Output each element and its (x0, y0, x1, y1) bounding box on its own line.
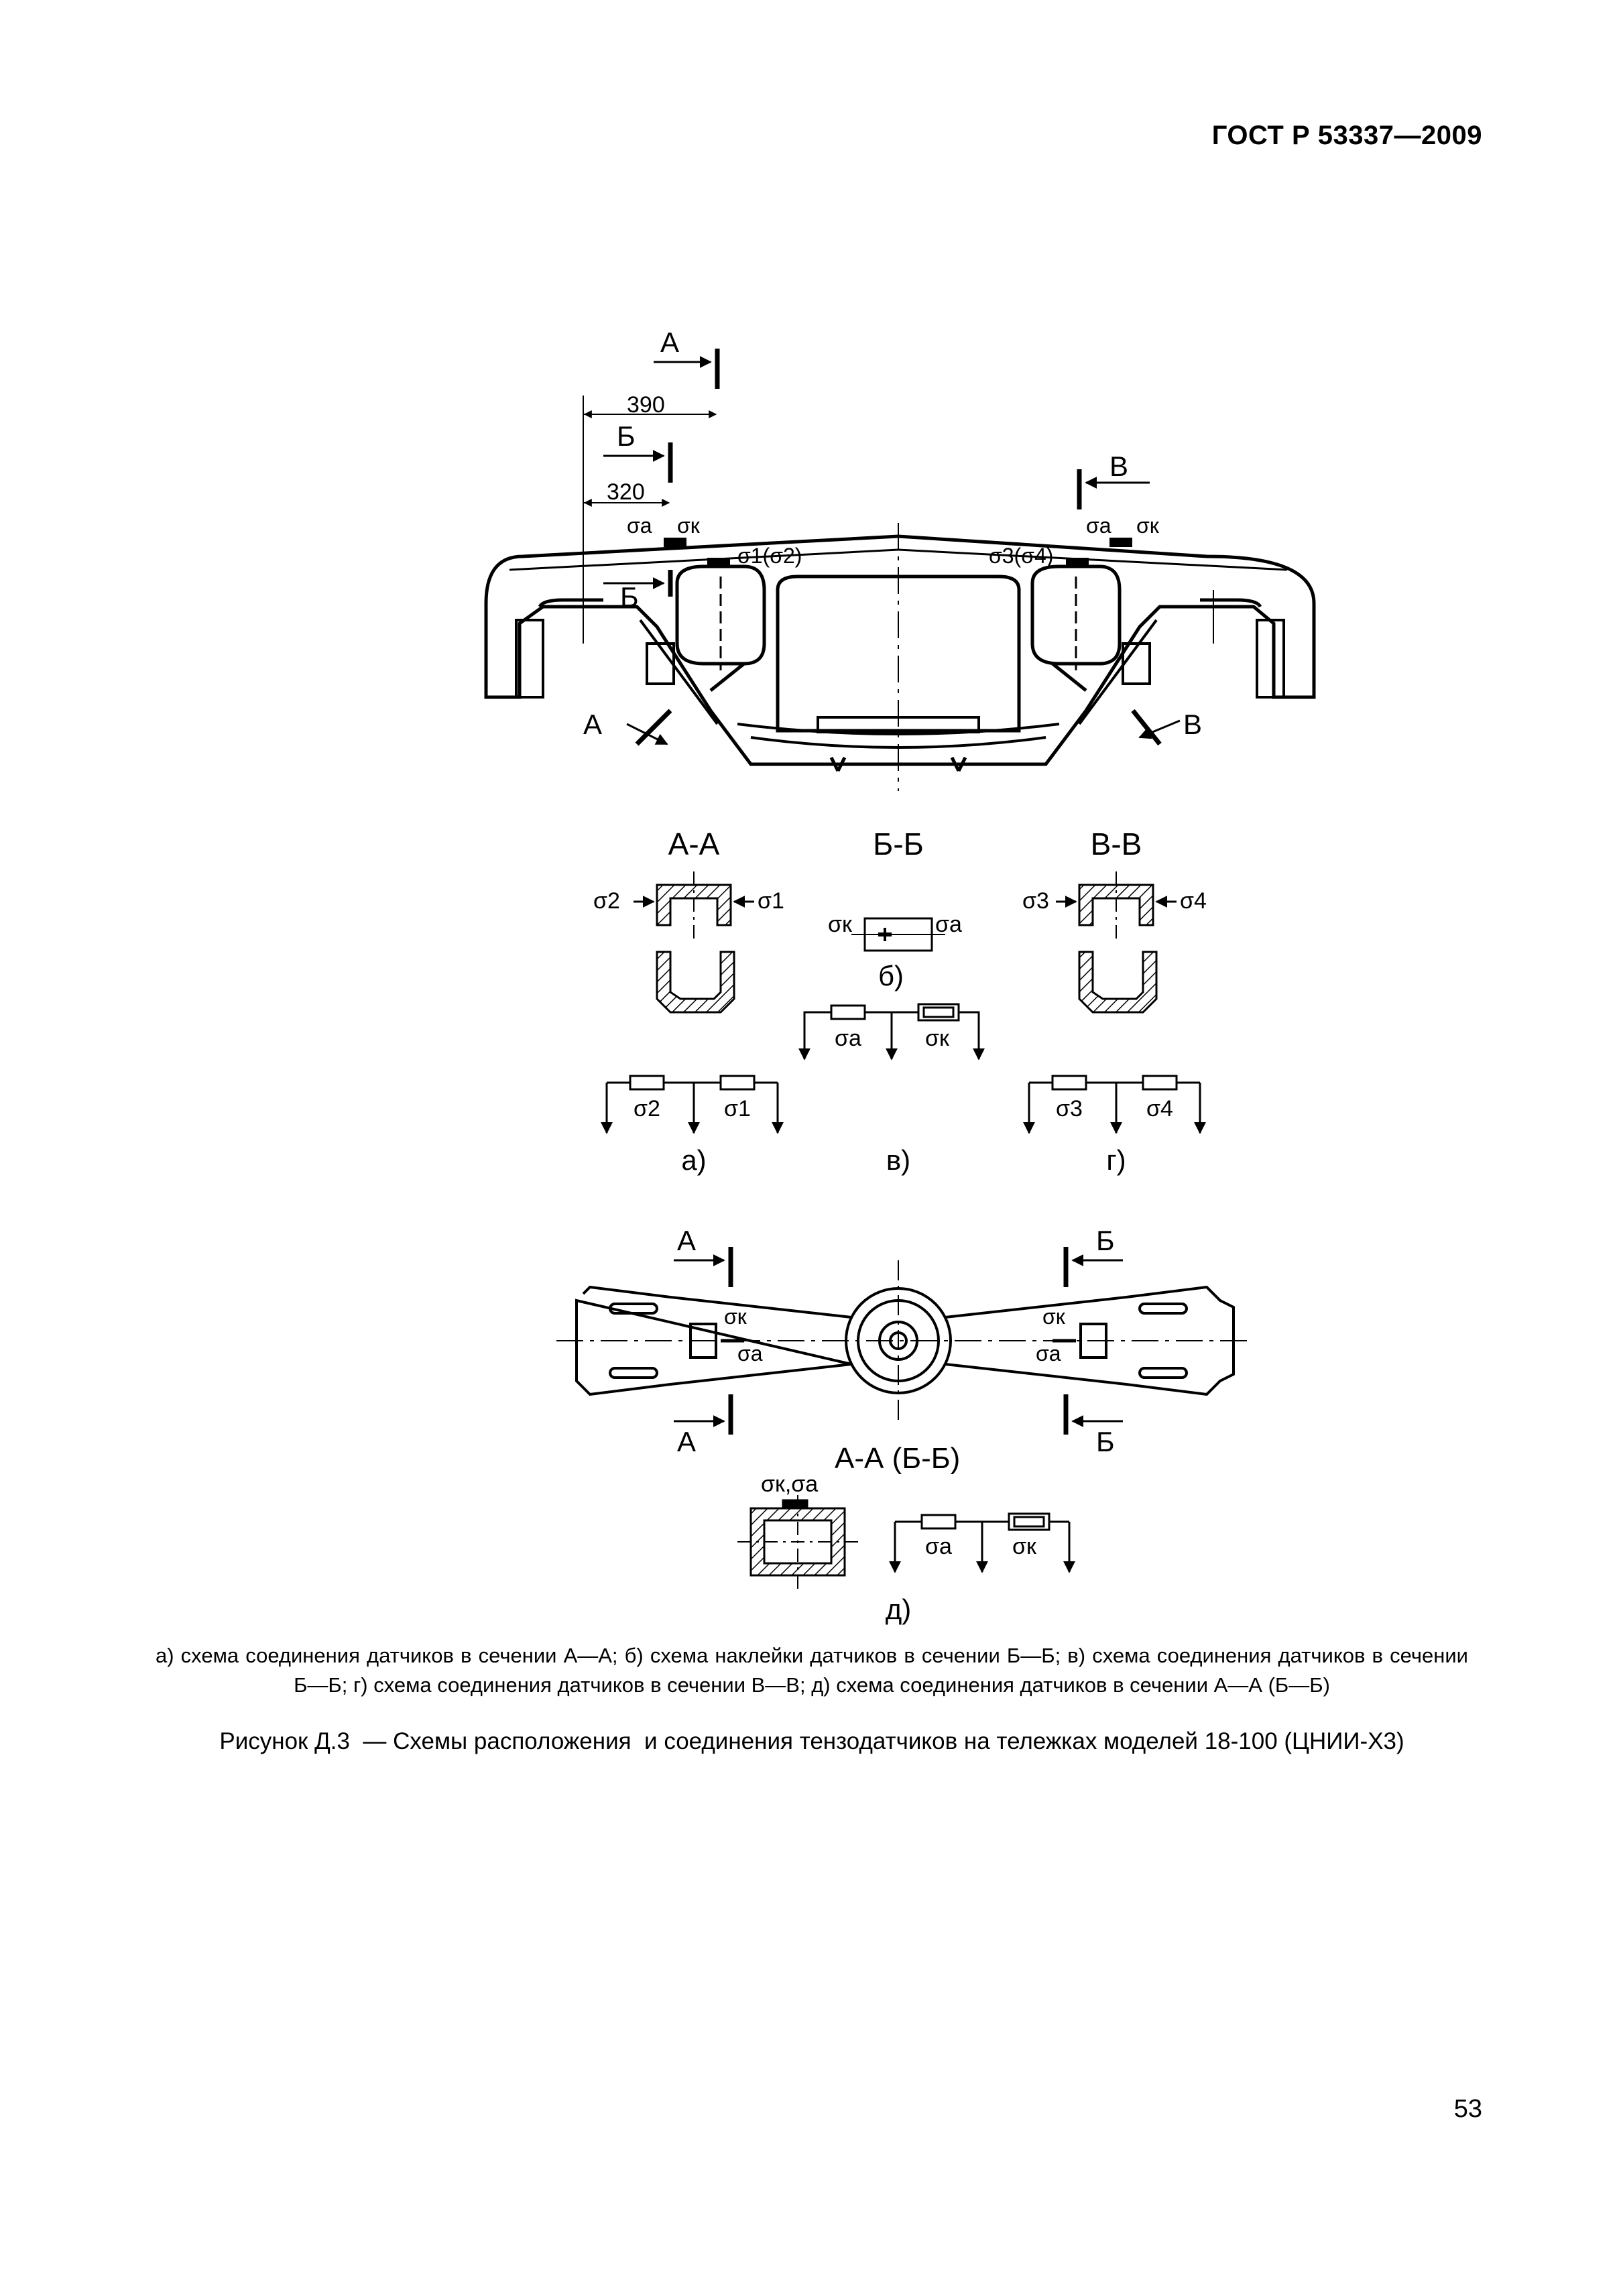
bolster-label-sksa: σк,σа (761, 1471, 818, 1497)
label-bb-sigma-k: σк (828, 912, 853, 937)
label-a-sigma2: σ2 (634, 1096, 660, 1122)
section-bb-gauge (851, 917, 945, 952)
label-sigma-a-left: σа (627, 513, 652, 538)
section-labels: σ2 σ1 σ3 σ4 σк σа б) (593, 888, 1207, 991)
label-sigma3: σ3 (1022, 888, 1049, 914)
label-sigma-k-left: σк (677, 513, 701, 538)
section-aa-profile (634, 871, 754, 1014)
bolster-labels: А А Б Б σк σа σк σа А-А (Б-Б) (677, 1225, 1115, 1475)
label-a-sigma1: σ1 (724, 1096, 751, 1122)
label-sigma3-sigma4: σ3(σ4) (989, 544, 1053, 568)
bolster-label-sk-left: σк (724, 1305, 747, 1329)
bolster-label-sa-right: σа (1036, 1341, 1061, 1366)
section-bb-title: Б-Б (873, 827, 924, 861)
label-arrow-v-diag: В (1183, 709, 1202, 740)
label-sigma1-sigma2: σ1(σ2) (737, 544, 802, 568)
label-sigma-a-right: σа (1086, 513, 1111, 538)
strain-gauge-marks (664, 538, 1132, 567)
label-v: в) (886, 1144, 910, 1176)
subfigure-labels: а) в) г) (681, 1144, 1126, 1176)
dim-320: 320 (607, 479, 645, 505)
label-sigma1: σ1 (758, 888, 784, 914)
label-arrow-b-top: Б (617, 420, 636, 452)
label-sigma-k-right: σк (1136, 513, 1160, 538)
label-g-sigma3: σ3 (1056, 1096, 1083, 1122)
bolster-circuit-sa: σа (925, 1534, 952, 1559)
wiring-circuits (601, 1003, 1206, 1134)
label-sigma2: σ2 (593, 888, 620, 914)
bolster-circuit (889, 1512, 1075, 1573)
label-g: г) (1106, 1144, 1126, 1176)
figure-caption: Рисунок Д.3 — Схемы расположения и соеди… (219, 1728, 1404, 1754)
bolster-label-b-top: Б (1096, 1225, 1115, 1256)
label-arrow-v-top: В (1109, 450, 1128, 482)
label-v-sigma-k: σк (925, 1026, 950, 1051)
side-frame-drawing (484, 396, 1316, 791)
section-vv-profile (1056, 871, 1177, 1014)
page-number: 53 (1453, 2095, 1482, 2123)
label-a: а) (681, 1144, 706, 1176)
circuit-labels: σа σк σ2 σ1 σ3 σ4 (634, 1026, 1173, 1122)
label-b: б) (878, 960, 904, 991)
bolster-label-sa-left: σа (737, 1341, 763, 1366)
bolster-drawing (556, 1247, 1254, 1435)
top-view-labels: А 390 Б 320 Б σа σк σ1(σ2) σ3(σ4) σа σк … (583, 326, 1202, 740)
bolster-label-b-bottom: Б (1096, 1426, 1115, 1457)
bolster-section-labels: σк,σа σа σк д) (761, 1471, 1037, 1625)
section-aa-title: А-А (668, 827, 720, 861)
label-arrow-b-low: Б (620, 581, 639, 613)
bolster-label-a-bottom: А (677, 1426, 696, 1457)
dim-390: 390 (627, 392, 665, 418)
label-sigma4: σ4 (1180, 888, 1207, 914)
label-d: д) (886, 1593, 912, 1625)
section-vv-title: В-В (1091, 827, 1142, 861)
bolster-label-a-top: А (677, 1225, 696, 1256)
label-bb-sigma-a: σа (935, 912, 962, 937)
bolster-section-profile (737, 1495, 858, 1589)
section-markers (583, 349, 1181, 746)
section-titles: А-А Б-Б В-В (668, 827, 1142, 861)
document-header: ГОСТ Р 53337—2009 (1211, 121, 1482, 150)
label-v-sigma-a: σа (835, 1026, 861, 1051)
bolster-label-sk-right: σк (1042, 1305, 1066, 1329)
label-g-sigma4: σ4 (1146, 1096, 1173, 1122)
label-arrow-a-top: А (660, 326, 679, 358)
bolster-circuit-sk: σк (1012, 1534, 1037, 1559)
bolster-section-title: А-А (Б-Б) (835, 1442, 960, 1475)
label-arrow-a-diag: А (583, 709, 602, 740)
figure-notes: а) схема соединения датчиков в сечении А… (156, 1644, 1468, 1697)
